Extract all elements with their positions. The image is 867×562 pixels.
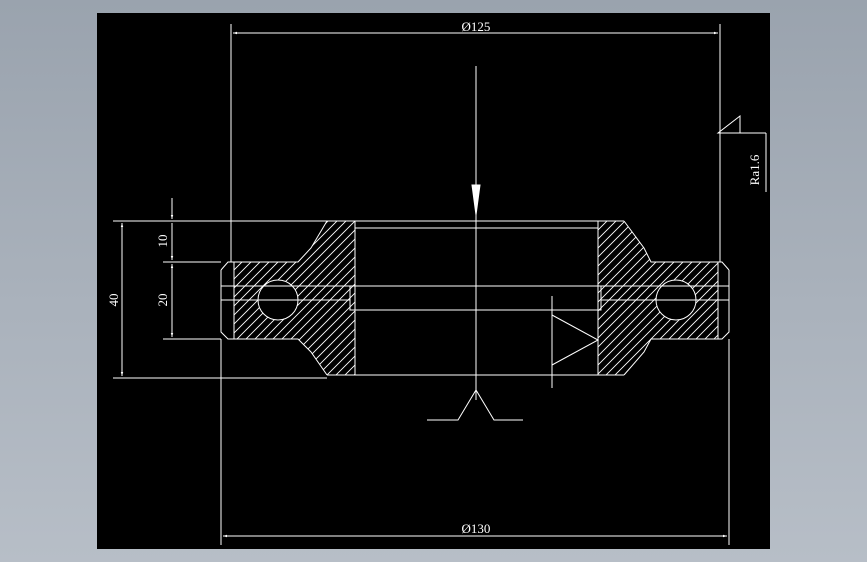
roughness-label: Ra1.6 — [747, 154, 762, 185]
total-height-label: 40 — [106, 294, 121, 307]
top-diameter-dimension — [230, 24, 721, 262]
bottom-diameter-label: Ø130 — [462, 521, 491, 536]
groove-height-label: 20 — [155, 294, 170, 307]
load-arrow — [471, 66, 481, 216]
top-diameter-label: Ø125 — [462, 19, 491, 34]
section-hatching — [234, 221, 718, 375]
surface-finish-symbol — [427, 389, 523, 421]
roughness-symbol — [716, 114, 767, 192]
technical-drawing: Ø125 Ø130 40 20 10 Ra1.6 — [106, 19, 767, 545]
step-height-label: 10 — [155, 235, 170, 248]
drawing-viewport[interactable]: Ø125 Ø130 40 20 10 Ra1.6 — [97, 13, 770, 549]
bottom-diameter-dimension — [220, 339, 730, 545]
height-dimensions — [113, 198, 327, 379]
